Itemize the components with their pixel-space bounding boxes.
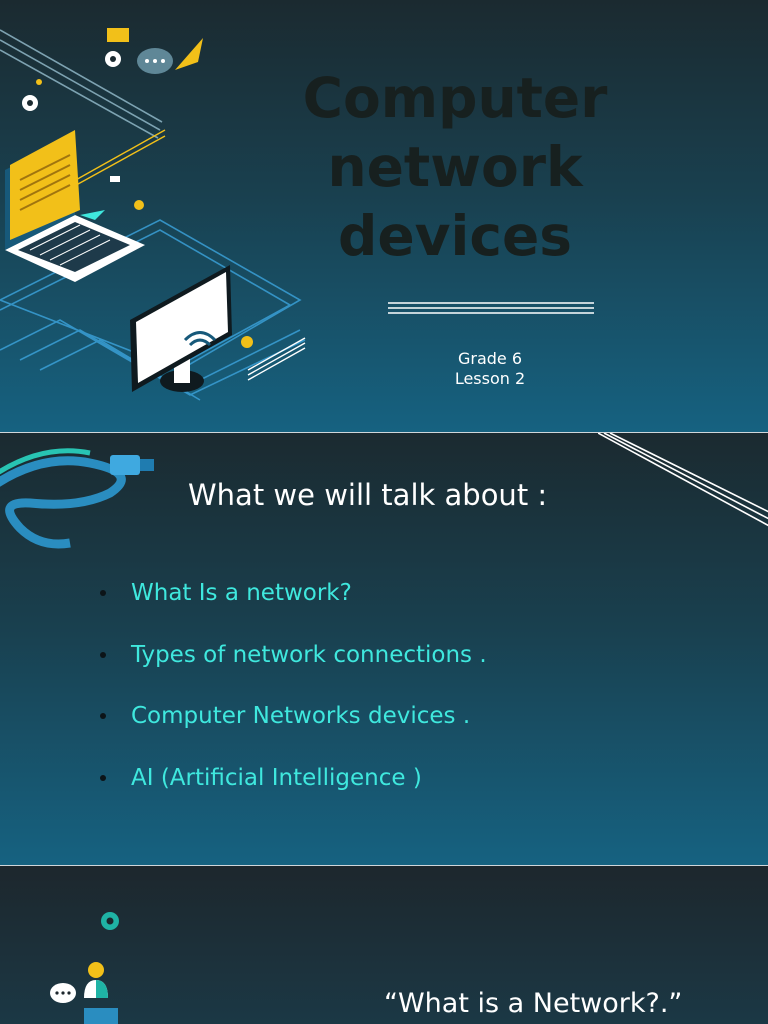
person-icon	[84, 962, 118, 1024]
usb-cable-icon	[0, 448, 154, 549]
title-line-1: Computer	[302, 66, 608, 130]
list-item-text: AI (Artificial Intelligence )	[131, 764, 422, 791]
subtitle-grade: Grade 6	[457, 349, 523, 368]
monitor-icon	[130, 265, 232, 392]
title-line-2: network	[327, 135, 583, 199]
title-line-3: devices	[337, 204, 573, 268]
list-item-text: Types of network connections .	[131, 641, 487, 668]
list-item-text: Computer Networks devices .	[131, 703, 471, 729]
list-item: What Is a network?	[100, 573, 487, 635]
wifi-icon	[183, 331, 217, 347]
subtitle: Grade 6 Lesson 2	[450, 349, 530, 389]
list-item: Computer Networks devices .	[100, 696, 487, 758]
title-slide: Computer network devices Grade 6 Lesson …	[0, 0, 768, 433]
network-illustration	[0, 28, 306, 401]
envelope-icon	[107, 28, 129, 42]
list-item: Types of network connections .	[100, 635, 487, 697]
gear-icon	[22, 51, 253, 348]
page-title: Computer network devices	[270, 64, 640, 271]
chat-bubble-icon	[137, 48, 173, 74]
list-item: AI (Artificial Intelligence )	[100, 758, 487, 820]
gear-icon	[101, 912, 119, 930]
paper-plane-icon	[175, 38, 203, 70]
bullet-dot	[100, 651, 106, 658]
title-divider	[388, 302, 594, 314]
decorative-lines	[598, 433, 768, 527]
bullet-dot	[100, 774, 106, 781]
subtitle-lesson: Lesson 2	[454, 369, 526, 388]
folder-icon	[10, 130, 80, 240]
chat-bubble-icon	[50, 983, 76, 1003]
network-question-slide: “What is a Network?.”	[0, 866, 768, 1024]
agenda-slide: What we will talk about : What Is a netw…	[0, 433, 768, 866]
list-item-text: What Is a network?	[131, 580, 352, 606]
bullet-dot	[100, 590, 106, 596]
question-heading: “What is a Network?.”	[384, 988, 683, 1019]
agenda-heading: What we will talk about :	[188, 478, 548, 512]
agenda-list: What Is a network? Types of network conn…	[100, 573, 487, 819]
bullet-dot	[100, 713, 106, 719]
people-illustration	[50, 912, 119, 1024]
